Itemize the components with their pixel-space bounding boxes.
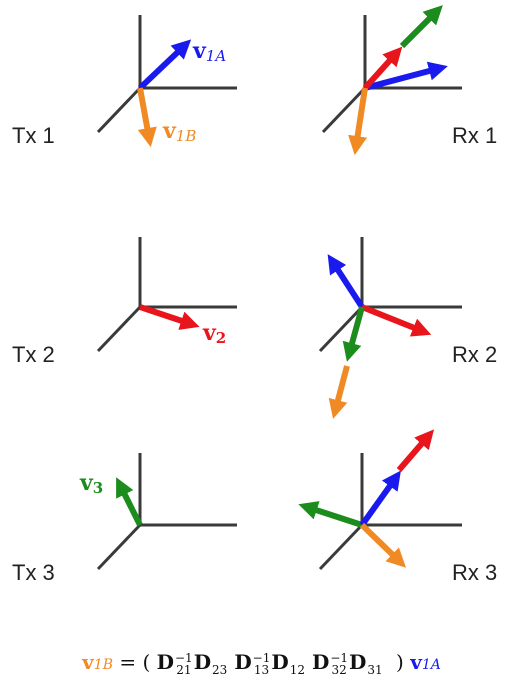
rx3-label: Rx 3: [452, 560, 497, 585]
rx2-label: Rx 2: [452, 342, 497, 367]
tx2-vector-v2-arrow: [139, 304, 200, 330]
rx1-red-arrow: [362, 46, 403, 91]
rx1-label: Rx 1: [452, 123, 497, 148]
tx3-vector-v3-label: v3: [79, 470, 103, 497]
rx3-orange-arrow: [359, 522, 407, 568]
formula-lhs: v1B: [82, 650, 113, 674]
rx2-orange-arrow: [328, 365, 350, 419]
tx2-vector-v2-label: v2: [202, 320, 226, 347]
panel-tx3: v3 Tx 3: [12, 453, 237, 585]
formula-equals: =: [119, 650, 137, 674]
rx2-red-arrow: [360, 304, 432, 337]
rx2-blue-arrow: [327, 254, 365, 309]
rx2-axes: [318, 237, 462, 353]
panel-tx1: v1A v1B Tx 1: [12, 15, 237, 148]
formula-close-paren: ): [396, 650, 404, 674]
tx1-vector-v1a-arrow: [137, 39, 192, 91]
panel-rx3: Rx 3: [298, 429, 497, 585]
tx3-axes: [96, 453, 237, 571]
tx3-label: Tx 3: [12, 560, 55, 585]
rx1-axes: [321, 15, 462, 134]
formula-rhs: v1A: [410, 650, 441, 674]
formula-term: D 12: [271, 650, 305, 677]
rx3-axes: [318, 453, 462, 571]
tx2-axes: [96, 237, 237, 353]
rx3-green-arrow: [298, 501, 363, 528]
panel-rx2: Rx 2: [318, 237, 497, 419]
rx1-green-arrow: [399, 5, 443, 49]
tx1-label: Tx 1: [12, 123, 55, 148]
panel-rx1: Rx 1: [321, 5, 497, 156]
formula-term: D 23: [193, 650, 228, 677]
tx1-vector-v1b-label: v1B: [162, 118, 196, 145]
rx3-red-arrow: [396, 429, 435, 472]
rx1-orange-arrow: [348, 87, 368, 156]
formula-open-paren: (: [142, 650, 151, 674]
rx2-green-arrow: [342, 306, 365, 362]
formula-term: D 31: [349, 650, 383, 677]
panel-tx2: v2 Tx 2: [12, 237, 237, 367]
rx1-blue-arrow: [364, 61, 448, 91]
tx3-vector-v3-arrow: [116, 477, 143, 527]
tx1-vector-v1a-label: v1A: [192, 38, 226, 65]
tx2-label: Tx 2: [12, 342, 55, 367]
tx1-vector-v1b-arrow: [137, 87, 157, 148]
tx1-axes: [96, 15, 237, 134]
rx3-blue-arrow: [359, 470, 401, 527]
